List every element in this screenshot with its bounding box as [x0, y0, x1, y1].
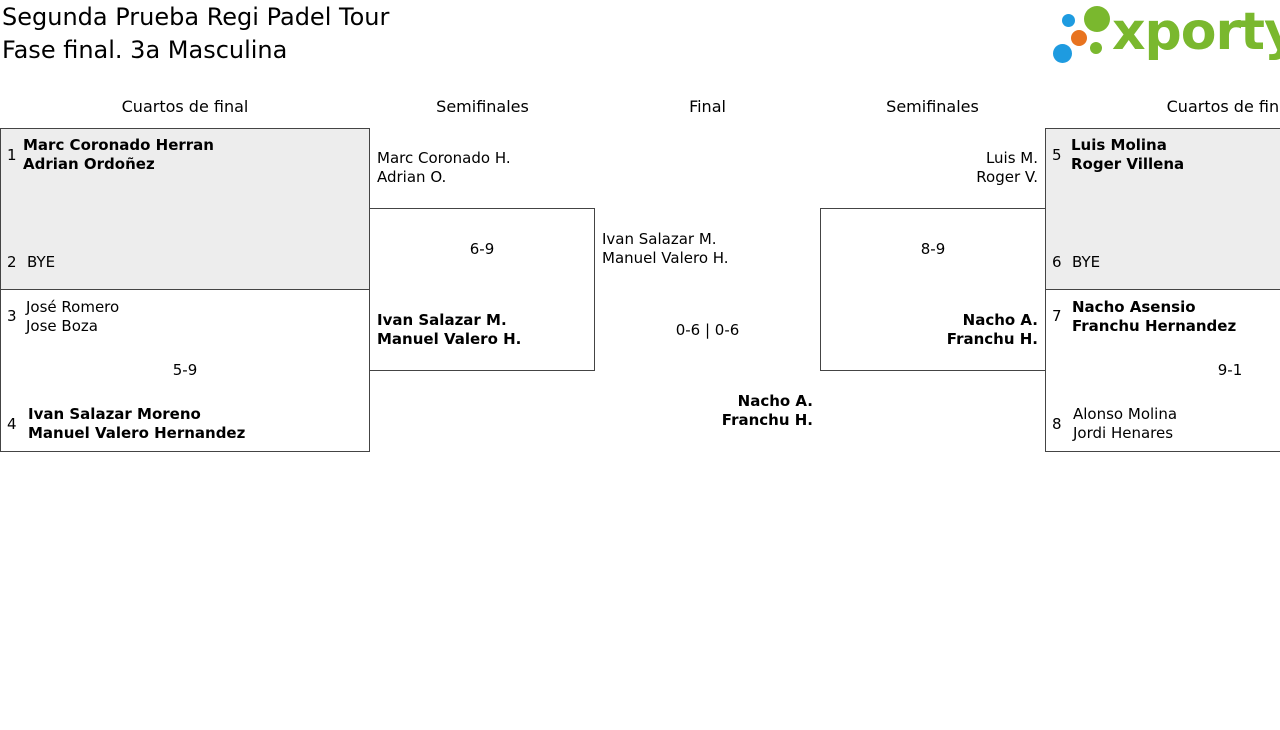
seed-number: 8 [1052, 415, 1062, 433]
player-name: Ivan Salazar M. [602, 230, 717, 248]
logo-dot-blue-large [1053, 44, 1072, 63]
player-name: Nacho A. [962, 311, 1038, 329]
column-heading-qf-left: Cuartos de final [121, 97, 249, 116]
seed-number: 6 [1052, 253, 1062, 271]
player-name: Franchu Hernandez [1072, 317, 1237, 335]
team-entry: Luis Molina Roger Villena [1071, 136, 1184, 174]
column-heading-sf-left: Semifinales [436, 97, 529, 116]
right-qf-match-1 [1045, 128, 1280, 290]
match-score: 9-1 [1217, 361, 1243, 379]
team-entry: Ivan Salazar Moreno Manuel Valero Hernan… [28, 405, 245, 443]
seed-number: 5 [1052, 146, 1062, 164]
page-subtitle: Fase final. 3a Masculina [2, 36, 288, 64]
logo-dot-green-small [1090, 42, 1102, 54]
player-name: Jose Boza [26, 317, 98, 335]
player-name: Roger Villena [1071, 155, 1185, 173]
player-name: Ivan Salazar Moreno [28, 405, 201, 423]
player-name: Alonso Molina [1073, 405, 1178, 423]
seed-number: 1 [7, 146, 17, 164]
bye-entry: BYE [1072, 253, 1100, 272]
right-qf-match-2 [1045, 289, 1280, 452]
match-score: 6-9 [469, 240, 495, 258]
seed-number: 3 [7, 307, 17, 325]
player-name: José Romero [26, 298, 120, 316]
logo-dot-blue [1062, 14, 1075, 27]
logo-dot-green [1084, 6, 1110, 32]
seed-number: 2 [7, 253, 17, 271]
xporty-logo: xporty [1052, 2, 1280, 66]
seed-number: 7 [1052, 307, 1062, 325]
player-name: Luis Molina [1071, 136, 1167, 154]
final-score: 0-6 | 0-6 [675, 321, 740, 339]
logo-dot-orange [1071, 30, 1087, 46]
match-score: 5-9 [172, 361, 198, 379]
team-entry: Ivan Salazar M. Manuel Valero H. [377, 311, 521, 349]
team-entry: Nacho Asensio Franchu Hernandez [1072, 298, 1236, 336]
player-name: Franchu H. [721, 411, 813, 429]
left-qf-match-1 [0, 128, 370, 290]
bye-label: BYE [27, 253, 56, 271]
seed-number: 4 [7, 415, 17, 433]
page-title: Segunda Prueba Regi Padel Tour [2, 3, 390, 31]
match-score: 8-9 [920, 240, 946, 258]
column-heading-qf-right: Cuartos de final [1166, 97, 1280, 116]
player-name: Nacho A. [737, 392, 813, 410]
team-entry: José Romero Jose Boza [26, 298, 119, 336]
team-entry: Marc Coronado Herran Adrian Ordoñez [23, 136, 214, 174]
player-name: Adrian O. [377, 168, 447, 186]
player-name: Manuel Valero H. [602, 249, 729, 267]
team-entry: Marc Coronado H. Adrian O. [377, 149, 511, 187]
team-entry: Alonso Molina Jordi Henares [1073, 405, 1177, 443]
bye-entry: BYE [27, 253, 55, 272]
player-name: Manuel Valero H. [377, 330, 522, 348]
player-name: Jordi Henares [1073, 424, 1174, 442]
column-heading-final: Final [689, 97, 726, 116]
team-entry: Nacho A. Franchu H. [595, 392, 813, 430]
player-name: Marc Coronado Herran [23, 136, 214, 154]
team-entry: Luis M. Roger V. [820, 149, 1038, 187]
column-heading-sf-right: Semifinales [886, 97, 979, 116]
bye-label: BYE [1072, 253, 1101, 271]
player-name: Franchu H. [946, 330, 1038, 348]
logo-wordmark: xporty [1112, 2, 1280, 62]
player-name: Luis M. [985, 149, 1038, 167]
team-entry: Nacho A. Franchu H. [820, 311, 1038, 349]
left-sf-match [369, 208, 595, 371]
player-name: Manuel Valero Hernandez [28, 424, 246, 442]
player-name: Ivan Salazar M. [377, 311, 507, 329]
player-name: Nacho Asensio [1072, 298, 1196, 316]
player-name: Adrian Ordoñez [23, 155, 155, 173]
player-name: Roger V. [976, 168, 1038, 186]
player-name: Marc Coronado H. [377, 149, 511, 167]
team-entry: Ivan Salazar M. Manuel Valero H. [602, 230, 729, 268]
